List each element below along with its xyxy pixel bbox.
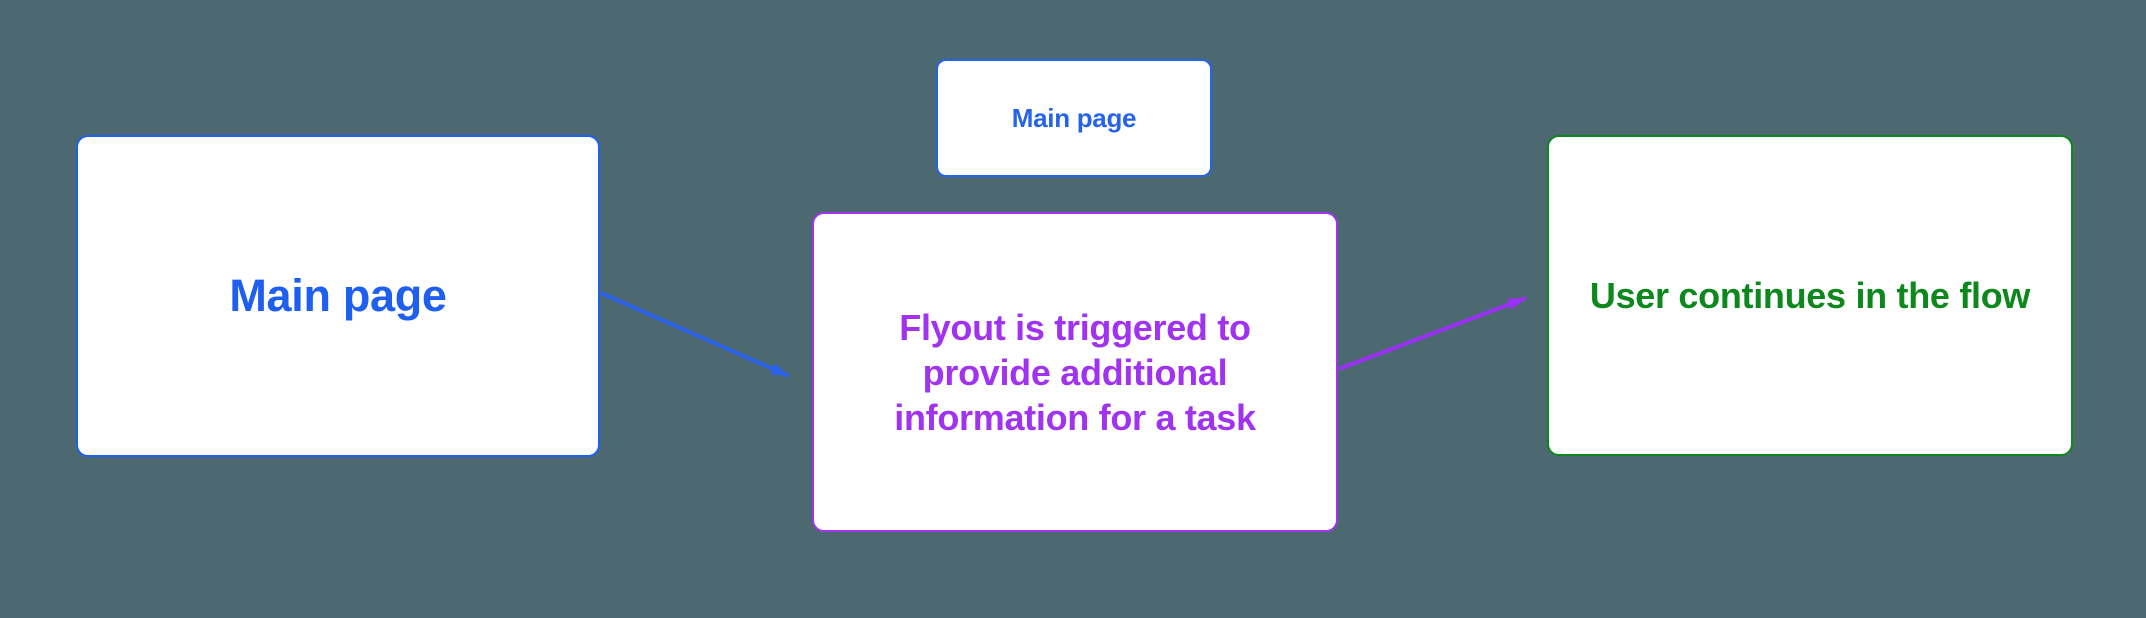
node-main-page-small[interactable]: Main page [936, 59, 1212, 177]
node-main-page-small-label: Main page [1011, 102, 1137, 133]
node-main-page[interactable]: Main page [76, 135, 600, 457]
connector-flyout-to-user[interactable] [1338, 296, 1527, 371]
node-user-continues-label: User continues in the flow [1589, 274, 2031, 316]
node-flyout-label: Flyout is triggered to provide additiona… [894, 306, 1256, 438]
connector-main-to-flyout[interactable] [600, 291, 790, 378]
node-flyout[interactable]: Flyout is triggered to provide additiona… [812, 212, 1338, 532]
node-user-continues[interactable]: User continues in the flow [1547, 135, 2073, 456]
node-main-page-label: Main page [229, 270, 447, 321]
